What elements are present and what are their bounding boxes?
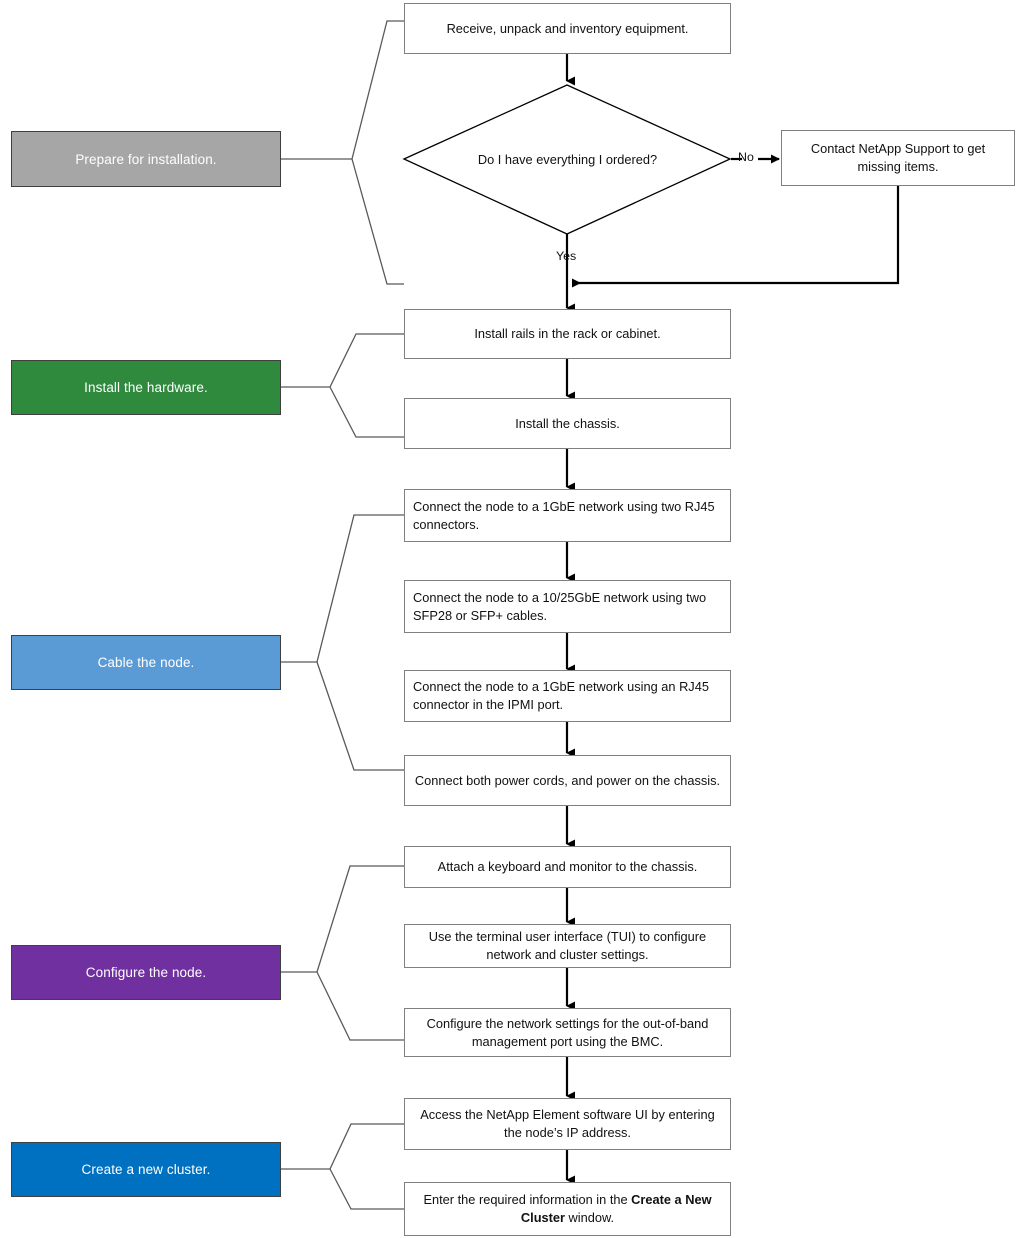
stage-label: Configure the node.: [85, 965, 207, 980]
edge-label-yes: Yes: [556, 249, 577, 263]
node-cable-10-25gbe-sfp28[interactable]: Connect the node to a 10/25GbE network u…: [404, 580, 731, 633]
node-install-rails[interactable]: Install rails in the rack or cabinet.: [404, 309, 731, 359]
bracket-prepare-bottom: [351, 158, 404, 285]
bracket-cluster-top: [281, 1123, 404, 1170]
decision-diamond: [402, 84, 732, 235]
node-text: Configure the network settings for the o…: [426, 1015, 709, 1049]
edge-contact-loopback: [572, 186, 900, 288]
decision-text: Do I have everything I ordered?: [477, 152, 658, 167]
node-attach-keyboard-monitor[interactable]: Attach a keyboard and monitor to the cha…: [404, 846, 731, 888]
node-text: Connect both power cords, and power on t…: [414, 772, 721, 788]
stage-cable-the-node[interactable]: Cable the node.: [11, 635, 281, 690]
bracket-cable-top: [281, 514, 404, 663]
node-text: Connect the node to a 10/25GbE network u…: [413, 589, 707, 623]
stage-prepare-for-installation[interactable]: Prepare for installation.: [11, 131, 281, 187]
node-text: Connect the node to a 1GbE network using…: [413, 498, 715, 532]
bracket-cluster-bottom: [329, 1168, 404, 1210]
stage-label: Create a new cluster.: [81, 1162, 211, 1177]
edge-label-no: No: [738, 150, 754, 164]
node-text: Access the NetApp Element software UI by…: [420, 1107, 715, 1140]
node-create-new-cluster-window[interactable]: Enter the required information in the Cr…: [404, 1182, 731, 1236]
node-text: Contact NetApp Support to get missing it…: [810, 141, 986, 174]
node-text: Connect the node to a 1GbE network using…: [413, 679, 709, 712]
node-connect-power-cords[interactable]: Connect both power cords, and power on t…: [404, 755, 731, 806]
bracket-hardware-top: [281, 333, 404, 388]
node-receive-equipment[interactable]: Receive, unpack and inventory equipment.: [404, 3, 731, 54]
decision-have-everything[interactable]: Do I have everything I ordered?: [404, 85, 731, 234]
bracket-configure-top: [281, 865, 404, 973]
node-cable-ipmi-port[interactable]: Connect the node to a 1GbE network using…: [404, 670, 731, 722]
node-text: Use the terminal user interface (TUI) to…: [428, 929, 707, 962]
node-text: Attach a keyboard and monitor to the cha…: [437, 859, 698, 875]
stage-create-a-new-cluster[interactable]: Create a new cluster.: [11, 1142, 281, 1197]
node-text: Enter the required information in the Cr…: [413, 1191, 722, 1226]
bracket-cable-bottom: [316, 661, 404, 771]
stage-install-the-hardware[interactable]: Install the hardware.: [11, 360, 281, 415]
node-text: Install the chassis.: [515, 415, 620, 431]
bracket-hardware-bottom: [329, 386, 404, 438]
bracket-prepare-top: [281, 20, 404, 160]
stage-configure-the-node[interactable]: Configure the node.: [11, 945, 281, 1000]
node-text-prefix: Enter the required information in the: [423, 1192, 632, 1208]
node-text-bold: Create a New Cluster: [520, 1192, 712, 1225]
node-cable-1gbe-rj45[interactable]: Connect the node to a 1GbE network using…: [404, 489, 731, 542]
node-contact-netapp-support[interactable]: Contact NetApp Support to get missing it…: [781, 130, 1015, 186]
node-use-tui[interactable]: Use the terminal user interface (TUI) to…: [404, 924, 731, 968]
node-text: Receive, unpack and inventory equipment.: [446, 20, 689, 36]
node-access-element-ui[interactable]: Access the NetApp Element software UI by…: [404, 1098, 731, 1150]
bracket-configure-bottom: [316, 971, 404, 1041]
node-text: Install rails in the rack or cabinet.: [474, 326, 661, 342]
node-text-suffix: window.: [565, 1210, 615, 1225]
node-install-chassis[interactable]: Install the chassis.: [404, 398, 731, 449]
node-configure-bmc[interactable]: Configure the network settings for the o…: [404, 1008, 731, 1057]
stage-label: Cable the node.: [97, 655, 195, 670]
stage-label: Install the hardware.: [84, 380, 208, 395]
stage-label: Prepare for installation.: [75, 151, 217, 167]
